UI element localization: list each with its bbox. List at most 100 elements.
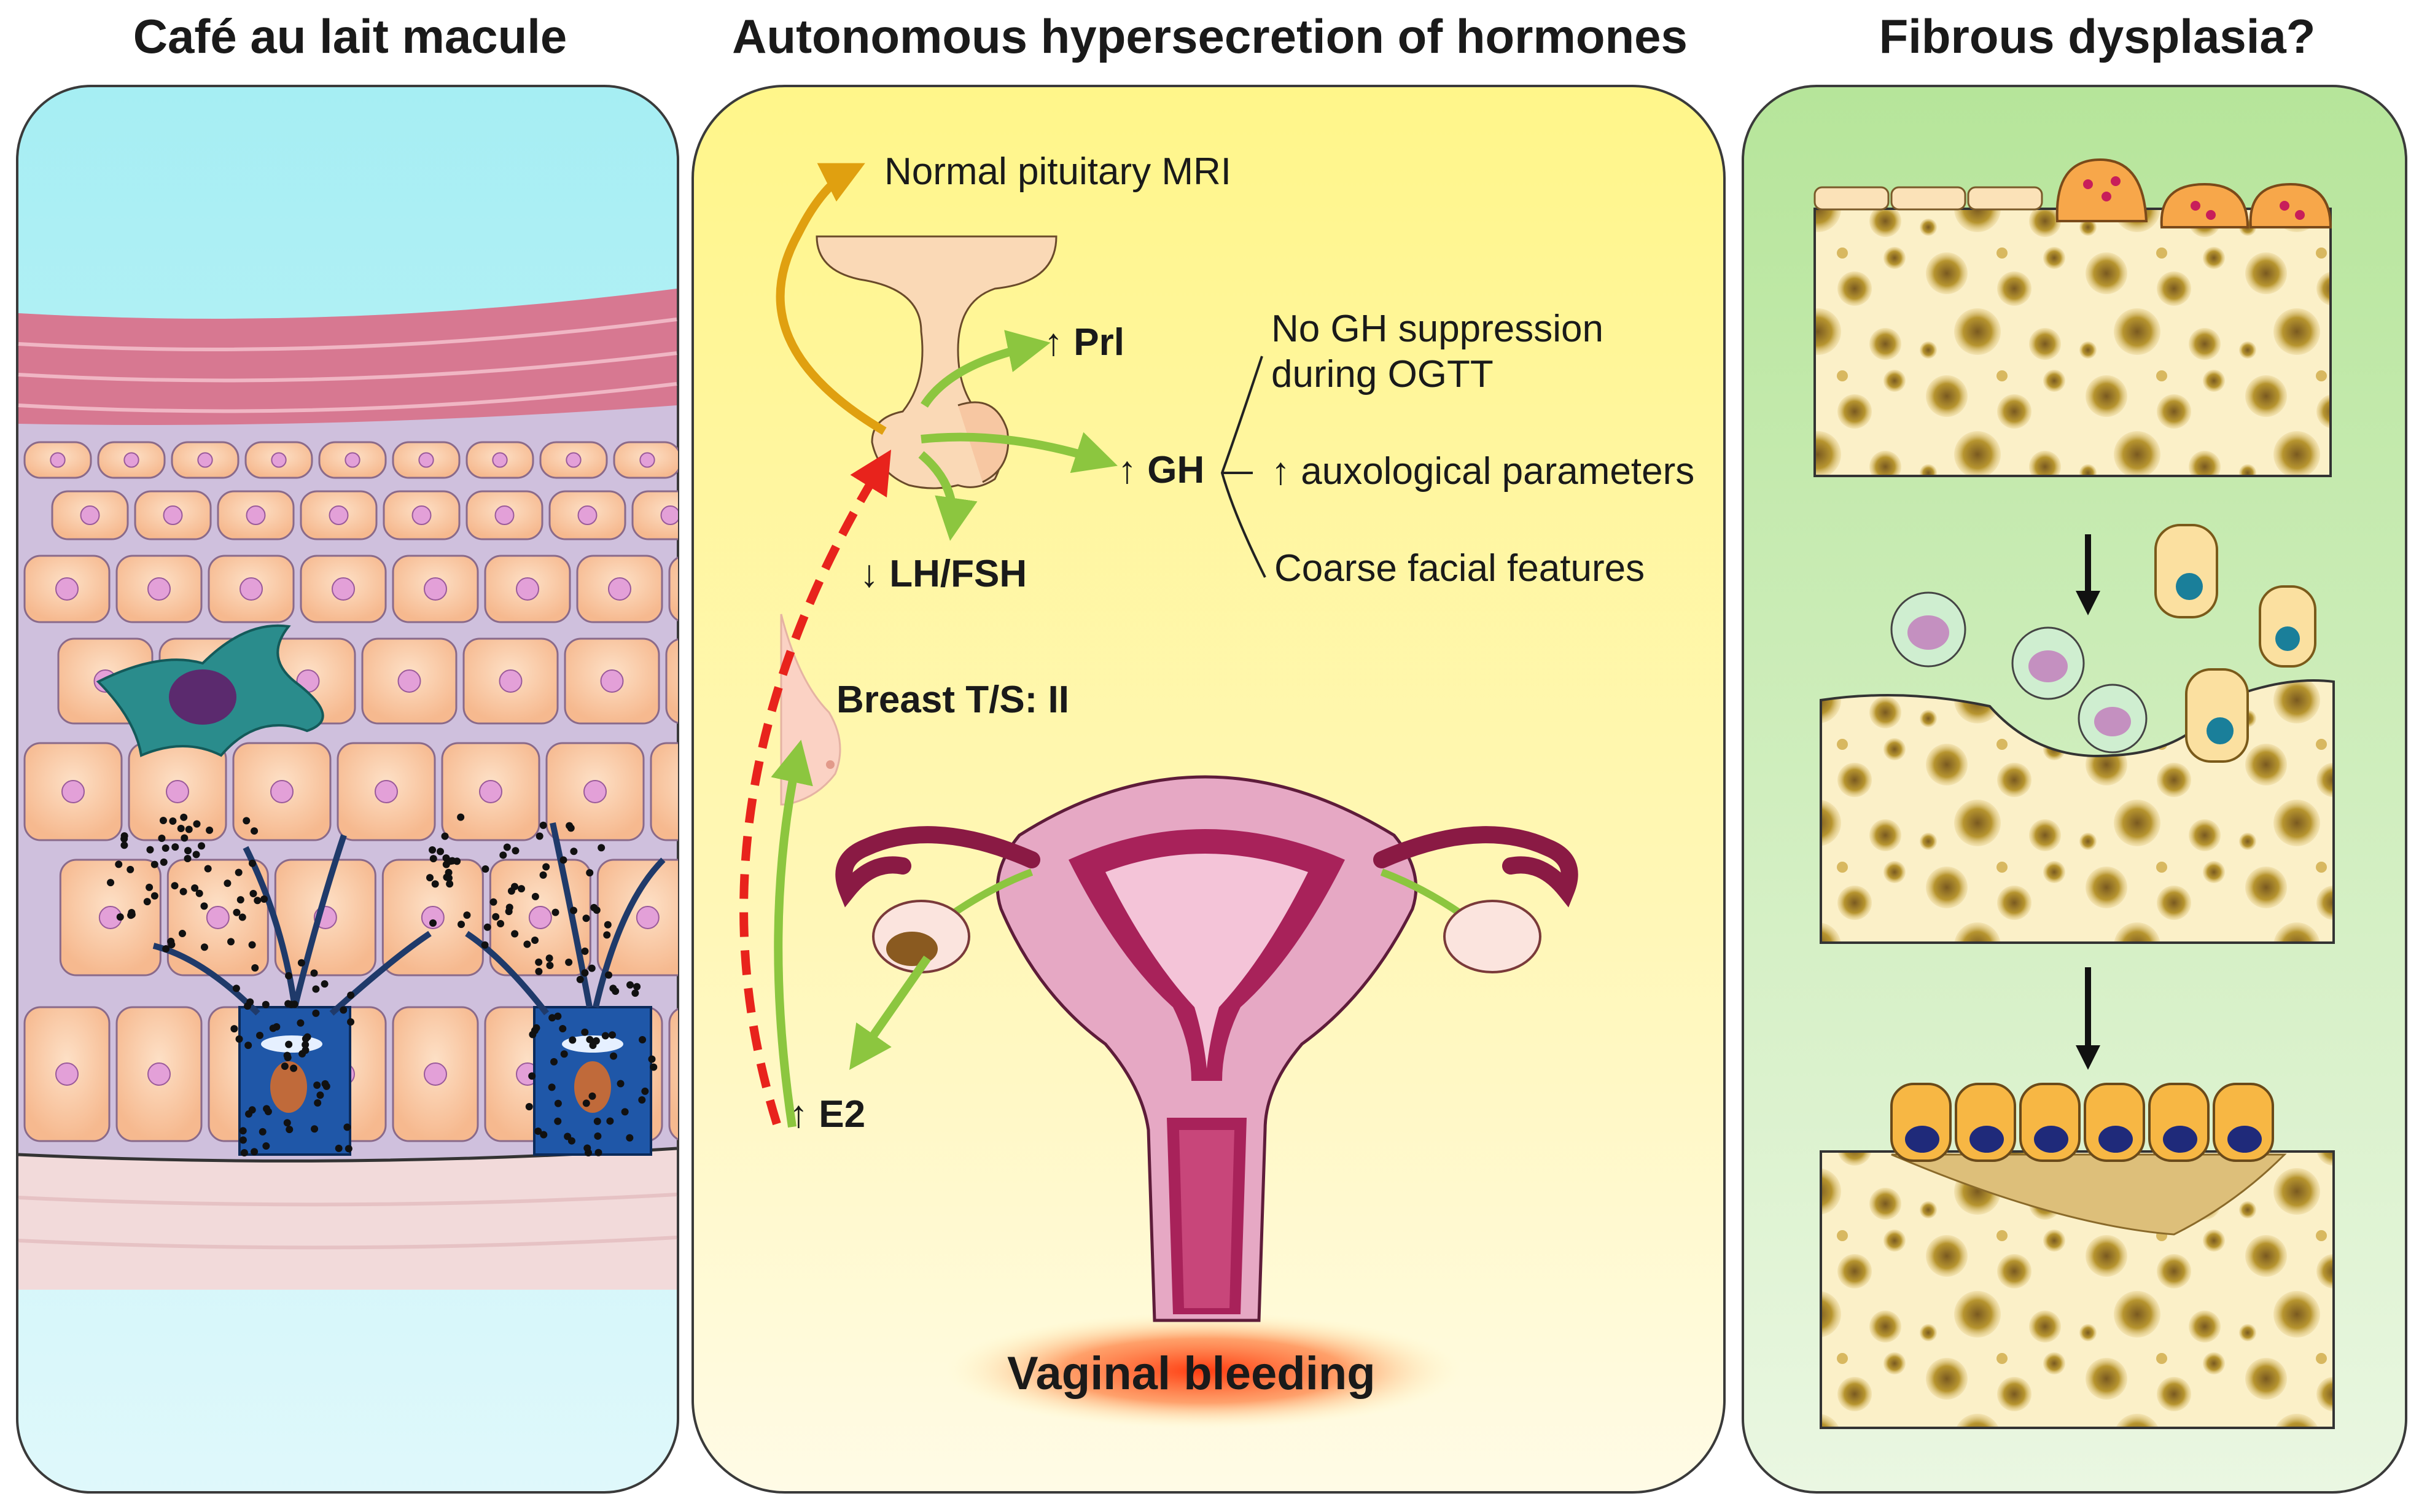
melanosome (254, 897, 262, 905)
melanosome (184, 847, 192, 855)
keratinocyte-nucleus (636, 906, 660, 929)
melanosome (232, 984, 240, 992)
pituitary-gland (816, 235, 1058, 489)
melanosome (606, 1117, 614, 1125)
melanosome (107, 879, 115, 887)
melanosome (639, 1036, 647, 1044)
melanosome (598, 844, 606, 852)
melanosome (554, 1117, 562, 1125)
melanosome (523, 940, 531, 948)
keratinocyte-nucleus (147, 577, 171, 601)
melanosome (321, 980, 329, 988)
keratinocyte (668, 1006, 678, 1142)
keratinocyte-nucleus (492, 452, 508, 468)
keratinocyte-nucleus (494, 505, 515, 525)
keratinocyte-nucleus (418, 452, 434, 468)
melanosome (150, 860, 158, 868)
melanosome (313, 1081, 321, 1089)
melanosome (499, 851, 507, 859)
melanosome (150, 892, 158, 900)
melanosome (431, 880, 439, 888)
melanosome (233, 908, 241, 916)
keratinocyte-nucleus (55, 1062, 79, 1086)
keratinocyte-nucleus (639, 452, 655, 468)
melanosome (585, 1148, 593, 1156)
keratinocyte-nucleus (499, 669, 523, 693)
melanosome (570, 848, 578, 855)
melanosome (302, 1041, 310, 1049)
melanosome (443, 873, 451, 881)
osteoblast-nucleus (1905, 1126, 1939, 1153)
melanosome (230, 1025, 238, 1033)
melanosome (283, 1051, 291, 1059)
keratinocyte-nucleus (166, 780, 189, 803)
melanosome (429, 855, 437, 863)
keratinocyte-nucleus (411, 505, 432, 525)
melanosome (343, 1123, 351, 1131)
melanosome (146, 883, 154, 891)
melanosome (260, 895, 268, 903)
melanosome (191, 884, 199, 892)
melanosome (551, 908, 559, 916)
melanosome (446, 880, 454, 888)
melanosome (160, 858, 168, 866)
melanosome (548, 1083, 556, 1091)
melanosome (206, 826, 214, 834)
melanosome (263, 1105, 271, 1113)
melanosome (251, 964, 259, 972)
melanosome (531, 937, 539, 945)
melanosome (198, 842, 206, 850)
keratinocyte (650, 742, 678, 841)
melanosome (283, 1119, 291, 1127)
melanosome (285, 1040, 293, 1048)
melanosome (650, 1063, 658, 1071)
keratinocyte-nucleus (528, 906, 552, 929)
keratinocyte-nucleus (240, 577, 263, 601)
keratinocyte-nucleus (566, 452, 582, 468)
keratinocyte-nucleus (375, 780, 398, 803)
keratinocyte-nucleus (61, 780, 85, 803)
melanosome (192, 851, 200, 859)
melanosome (251, 1148, 259, 1156)
melanosome (559, 856, 567, 864)
melanosome (314, 1099, 322, 1107)
melanosome (517, 885, 525, 893)
keratinocyte-nucleus (397, 669, 421, 693)
melanosome (581, 969, 589, 977)
melanosome (548, 1014, 556, 1022)
melanosome (426, 874, 434, 882)
melanosome (610, 1052, 618, 1060)
melanosome (593, 906, 601, 914)
hormone-panel: Normal pituitary MRI ↑ Prl ↑ GH ↓ LH/FSH… (691, 85, 1726, 1494)
melanosome (127, 865, 134, 873)
melanosome (505, 908, 513, 916)
title-fibrous-dysplasia: Fibrous dysplasia? (1879, 9, 2316, 63)
keratinocyte-nucleus (345, 452, 360, 468)
label-lh-fsh: ↓ LH/FSH (860, 553, 1027, 595)
melanosome (184, 854, 192, 862)
melanosome (171, 882, 179, 890)
red-dashed-feedback-arrow (739, 450, 892, 1126)
melanosome (120, 832, 128, 840)
keratinocyte-nucleus (583, 780, 607, 803)
keratinocyte-nucleus (424, 577, 447, 601)
melanosome (453, 857, 461, 865)
melanosome (586, 869, 594, 877)
melanosome (528, 1072, 536, 1080)
melanosome (603, 931, 611, 939)
melanosome (535, 958, 543, 966)
melanosome (511, 930, 519, 938)
melanosome (227, 938, 235, 946)
melanosome (525, 1103, 533, 1111)
arrow-ovary-to-e2 (849, 955, 931, 1070)
melanosome (429, 919, 437, 927)
keratinocyte-nucleus (197, 452, 213, 468)
melanosome (238, 913, 246, 921)
melanosome (569, 1036, 577, 1044)
bone-block-osteoclasts (1813, 158, 2332, 477)
uterus-illustration (835, 775, 1578, 1322)
melanosome (312, 985, 320, 993)
melanosome (347, 1018, 355, 1026)
keratinocyte-nucleus (147, 1062, 171, 1086)
